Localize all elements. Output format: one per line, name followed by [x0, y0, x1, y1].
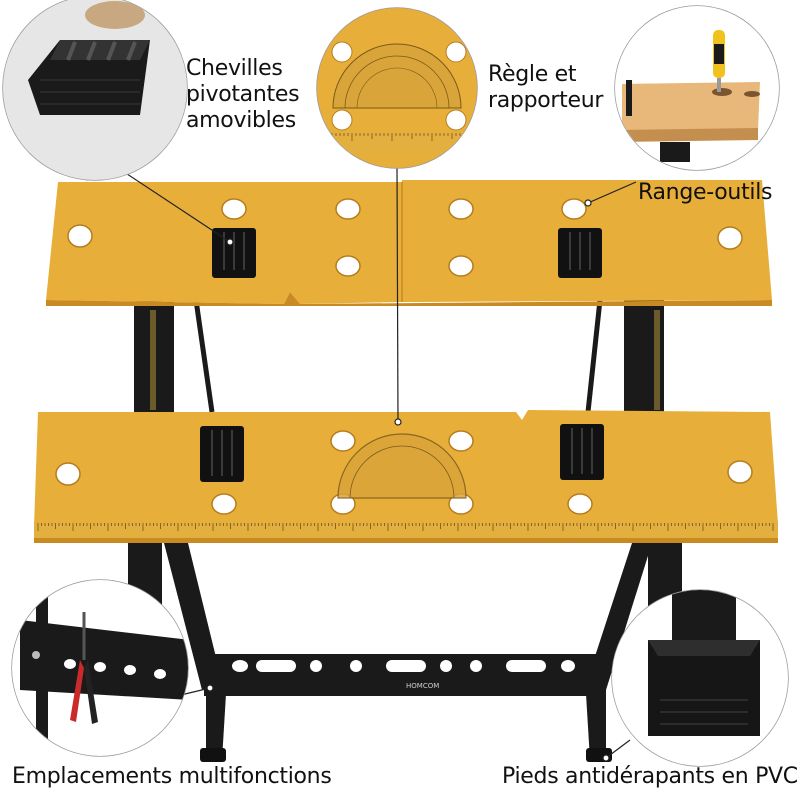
front-board — [34, 410, 778, 543]
zoom-circle-ruler — [316, 7, 478, 169]
callout-pegs-line-1: Chevilles — [186, 56, 283, 81]
callout-feet-label: Pieds antidérapants en PVC — [502, 764, 798, 789]
zoom-circle-feet — [611, 589, 789, 767]
callout-ruler-label: Règle et rapporteur — [488, 62, 603, 114]
top-peg-right — [558, 228, 602, 278]
top-board — [46, 180, 772, 306]
frame-lower: HOMCOM — [128, 543, 682, 762]
callout-ruler-line-2: rapporteur — [488, 88, 604, 113]
callout-multi-slots-label: Emplacements multifonctions — [12, 764, 332, 789]
top-peg-left — [212, 228, 256, 278]
ruler-strip — [34, 522, 778, 543]
callout-pegs-line-3: amovibles — [186, 108, 296, 133]
front-peg-left — [200, 426, 244, 482]
zoom-circle-pegs — [2, 0, 188, 181]
callout-ruler-line-1: Règle et — [488, 62, 577, 87]
brand-mark: HOMCOM — [406, 682, 439, 690]
callout-lines — [114, 165, 637, 759]
zoom-circle-slots — [11, 579, 189, 757]
zoom-circle-tool-holder — [614, 5, 780, 171]
front-peg-right — [560, 424, 604, 480]
screwdriver-icon — [713, 30, 725, 92]
frame-back — [134, 299, 664, 413]
pliers-icon — [70, 612, 98, 724]
protractor — [337, 433, 467, 499]
callout-tool-holder-label: Range-outils — [638, 180, 773, 205]
callout-pegs-label: Chevilles pivotantes amovibles — [186, 56, 300, 134]
callout-pegs-line-2: pivotantes — [186, 82, 300, 107]
